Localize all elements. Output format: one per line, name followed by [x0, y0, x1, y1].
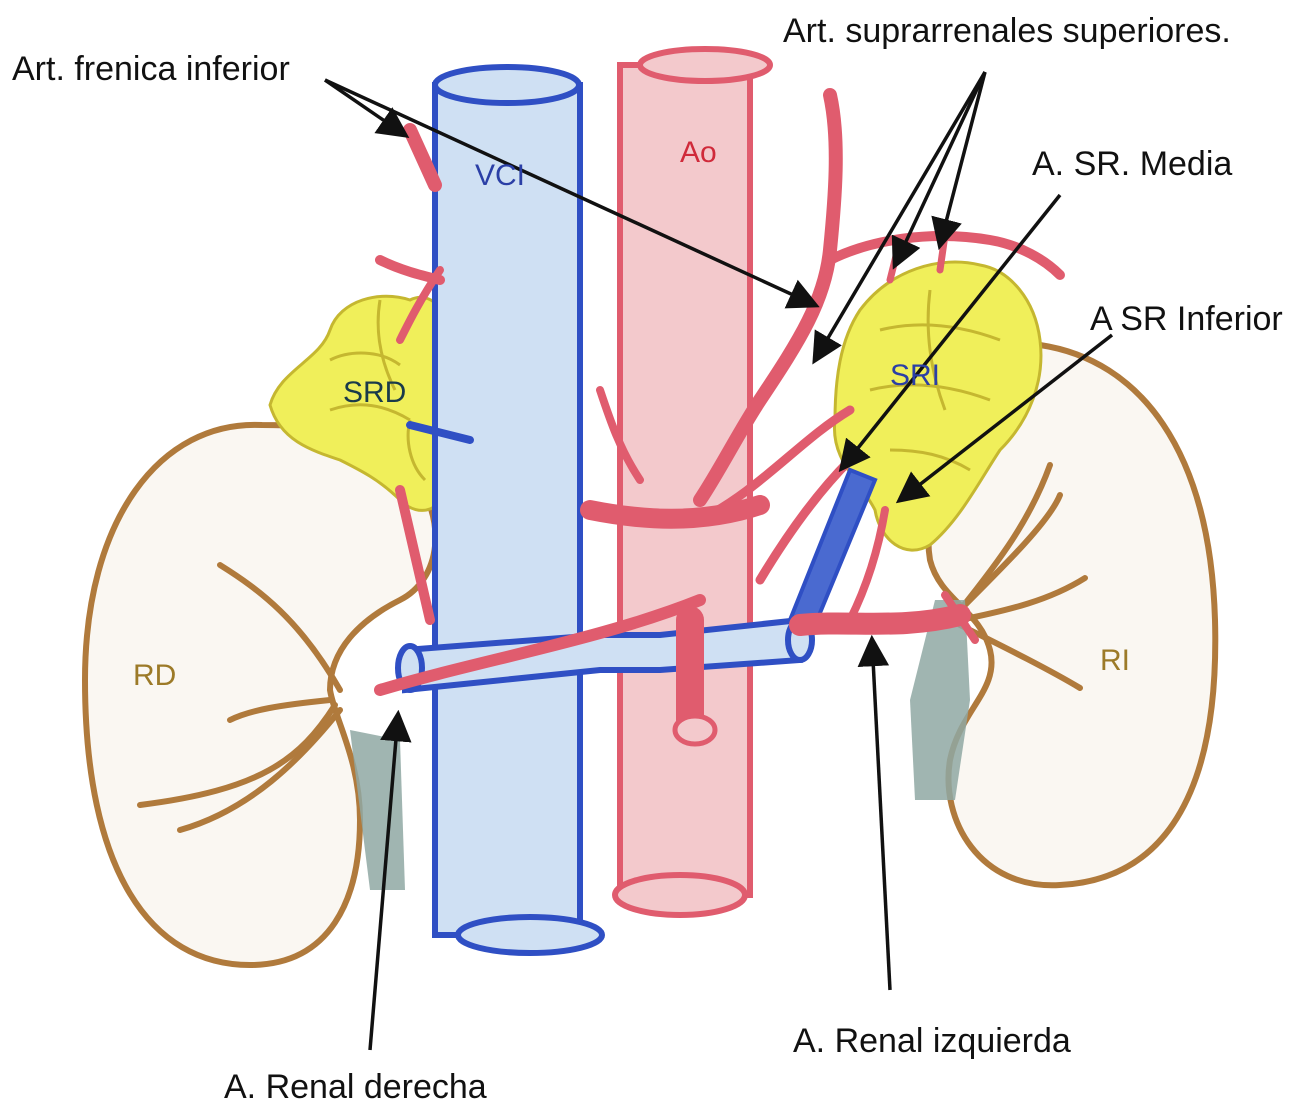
arrow-frenica-right [325, 80, 405, 135]
arrow-renal-izquierda [872, 640, 890, 990]
label-srd: SRD [343, 376, 406, 409]
label-a-sr-inferior: A SR Inferior [1090, 300, 1283, 338]
label-art-suprarrenales-superiores: Art. suprarrenales superiores. [783, 12, 1231, 50]
label-rd: RD [133, 659, 176, 692]
label-a-sr-media: A. SR. Media [1032, 145, 1232, 183]
label-a-renal-derecha: A. Renal derecha [224, 1068, 487, 1106]
arrow-suprarrenal-3 [940, 72, 985, 245]
label-art-frenica-inferior: Art. frenica inferior [12, 50, 290, 88]
sma-stump [675, 716, 715, 744]
label-a-renal-izquierda: A. Renal izquierda [793, 1022, 1071, 1060]
label-vci: VCI [475, 159, 525, 192]
label-ao: Ao [680, 136, 717, 169]
inferior-vena-cava [435, 67, 602, 953]
label-sri: SRI [890, 359, 940, 392]
label-ri: RI [1100, 644, 1130, 677]
